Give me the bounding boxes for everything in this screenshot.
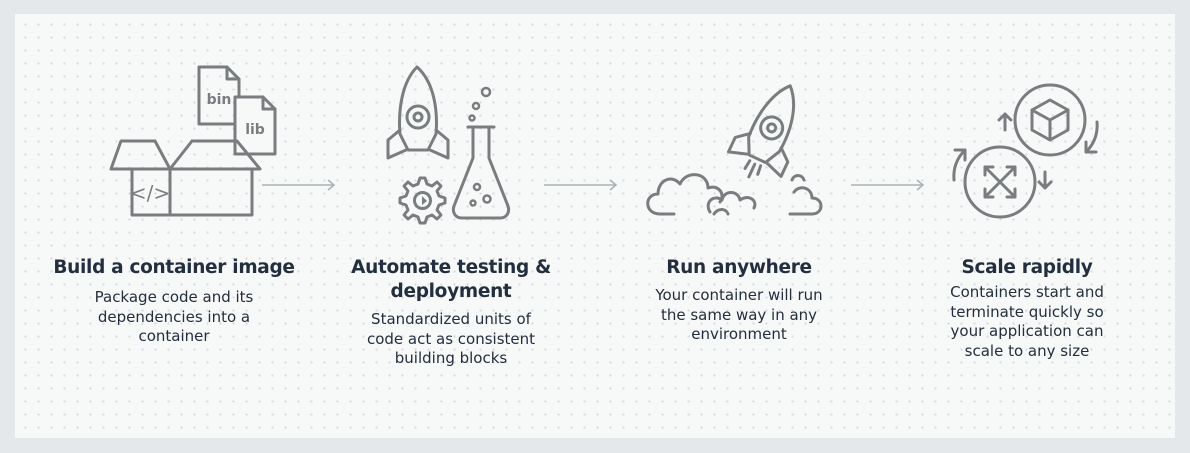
arrow-right-icon xyxy=(544,179,618,191)
arrow-right-icon xyxy=(851,179,925,191)
arrow-right-icon xyxy=(262,179,336,191)
rocket-gear-flask-icon xyxy=(386,65,511,225)
step-title: Run anywhere xyxy=(666,257,812,278)
step-title: Scale rapidly xyxy=(961,257,1093,278)
step-description: Package code and its dependencies into a… xyxy=(94,288,254,345)
container-box-icon: bin lib </> xyxy=(109,65,277,217)
file-label-bin: bin xyxy=(207,92,232,108)
scale-cycle-icon xyxy=(952,83,1099,219)
step-title: Automate testing & deployment xyxy=(351,257,551,302)
code-symbol: </> xyxy=(130,181,170,205)
step-description: Your container will run the same way in … xyxy=(655,286,823,343)
diagram-panel: bin lib </> Build a container image Pack… xyxy=(15,14,1175,438)
step-title: Build a container image xyxy=(53,257,295,278)
step-description: Containers start and terminate quickly s… xyxy=(950,283,1104,360)
rocket-launch-icon xyxy=(646,84,823,216)
step-description: Standardized units of code act as consis… xyxy=(366,310,536,367)
file-label-lib: lib xyxy=(245,122,265,138)
